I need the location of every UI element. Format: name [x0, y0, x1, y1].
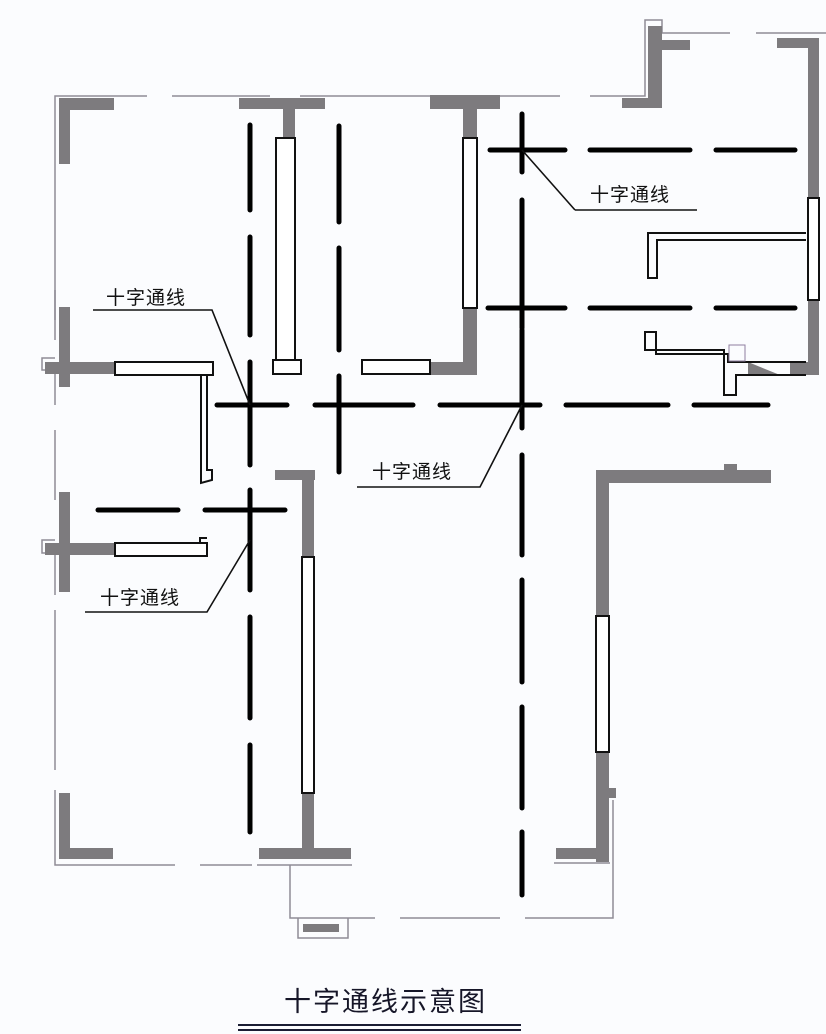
leader-lines: [85, 149, 697, 613]
cross-axes: [95, 111, 798, 898]
title-underline-top: [238, 1024, 521, 1026]
partitions: [114, 137, 820, 794]
diagram-title: 十字通线示意图: [284, 987, 487, 1018]
title-underline-bottom: [238, 1029, 521, 1031]
annotation-label-center: 十字通线: [372, 461, 453, 483]
structural-walls: [45, 26, 819, 932]
exterior-outline: [41, 19, 826, 939]
annotation-label-top-right: 十字通线: [590, 184, 671, 206]
annotation-label-left-upper: 十字通线: [106, 287, 187, 309]
annotation-label-left-lower: 十字通线: [100, 587, 181, 609]
